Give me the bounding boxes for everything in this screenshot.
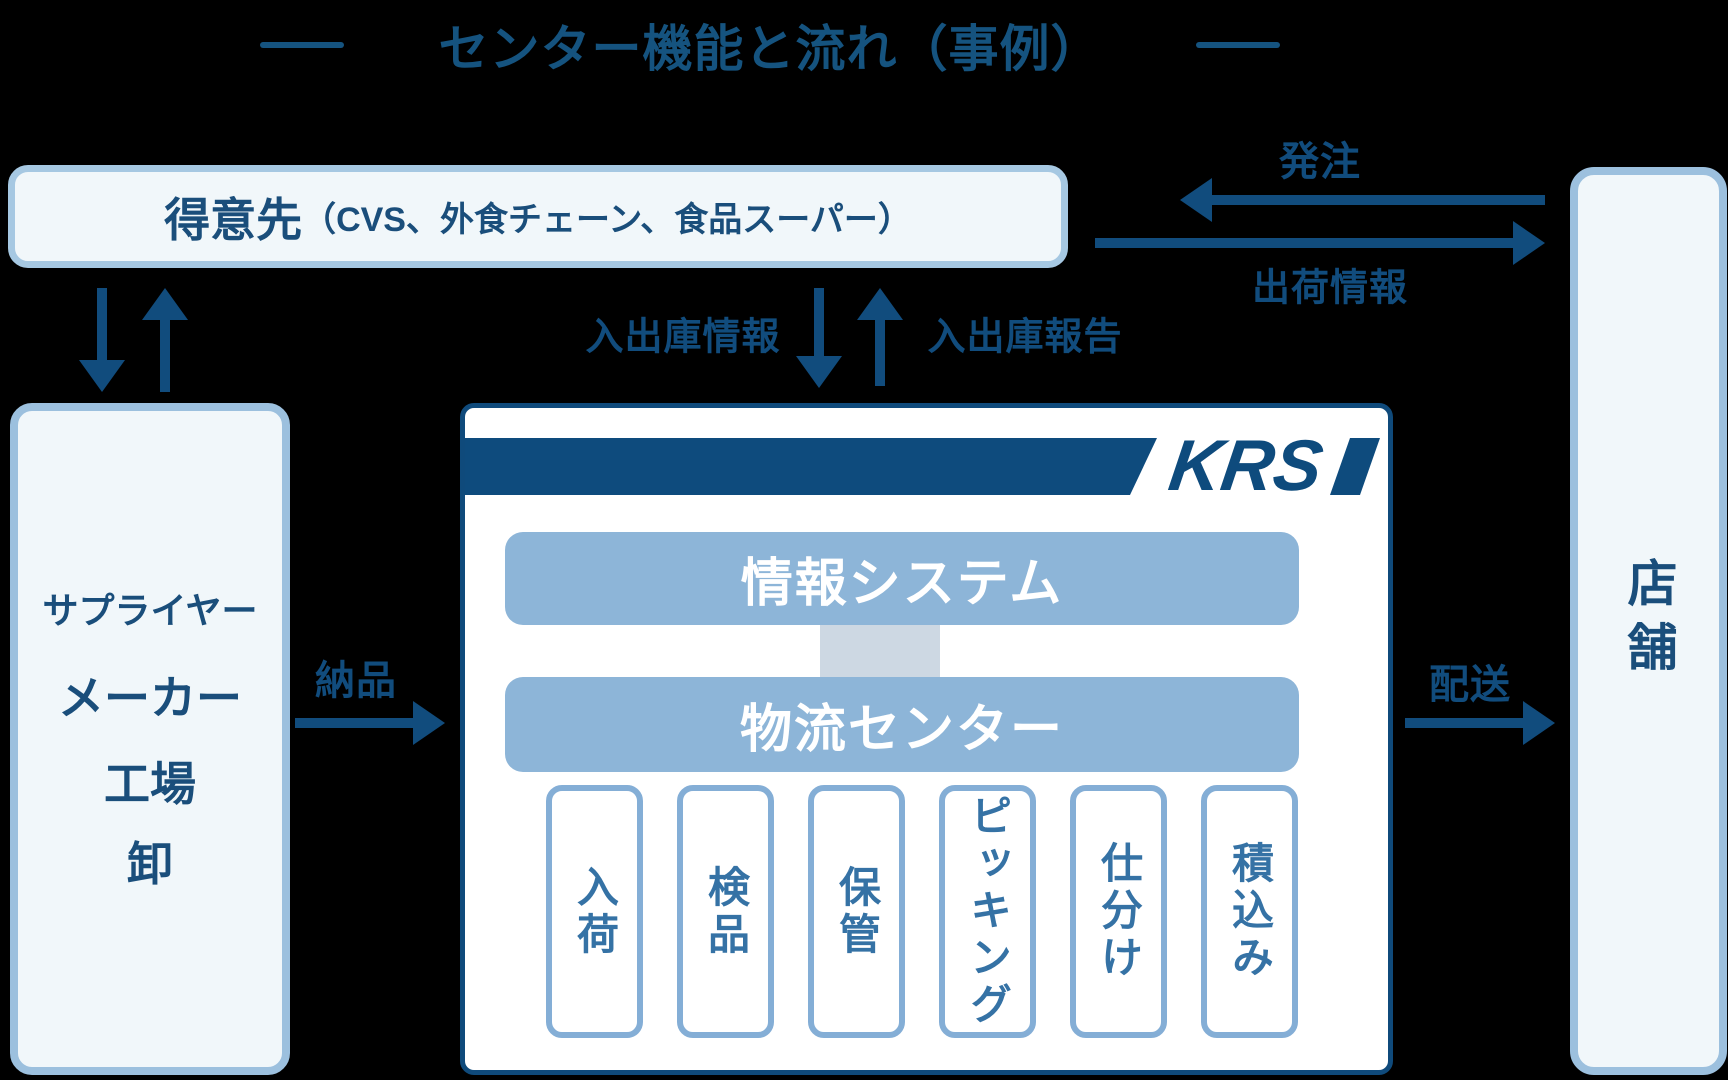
- process-box-receiving: 入荷: [546, 785, 643, 1038]
- band-connector: [820, 623, 940, 683]
- process-label-picking: ピッキング: [964, 794, 1012, 1029]
- process-box-picking: ピッキング: [939, 785, 1036, 1038]
- process-box-sorting: 仕分け: [1070, 785, 1167, 1038]
- logistics-center-label: 物流センター: [739, 701, 1064, 759]
- logistics-center-band: 物流センター: [505, 677, 1299, 772]
- delivery-label: 納品: [315, 659, 397, 703]
- krs-logo-accent: [1330, 438, 1380, 495]
- store-box: 店舗: [1570, 167, 1727, 1075]
- process-box-loading: 積込み: [1201, 785, 1298, 1038]
- supplier-line-supplier: サプライヤー: [42, 590, 258, 631]
- krs-center-box: KRS 情報システム 物流センター 入荷 検品 保管 ピッキング 仕分け 積込み: [460, 403, 1393, 1075]
- process-label-receiving: 入荷: [571, 864, 619, 959]
- inout-info-label: 入出庫情報: [585, 316, 781, 359]
- dispatch-label: 配送: [1429, 663, 1511, 707]
- customer-label: 得意先: [164, 193, 303, 246]
- store-label: 店舗: [1620, 557, 1677, 685]
- supplier-line-maker: メーカー: [58, 672, 242, 724]
- supplier-line-wholesale: 卸: [127, 838, 173, 890]
- info-system-band: 情報システム: [505, 532, 1299, 625]
- title-dash-left: [260, 42, 344, 48]
- page-title: センター機能と流れ（事例）: [438, 21, 1102, 77]
- process-box-storage: 保管: [808, 785, 905, 1038]
- krs-logo-band: [465, 438, 1157, 495]
- customer-box: 得意先 （CVS、外食チェーン、食品スーパー）: [8, 165, 1068, 268]
- krs-logo: KRS: [1164, 426, 1328, 506]
- supplier-line-factory: 工場: [104, 758, 196, 810]
- title-dash-right: [1196, 42, 1280, 48]
- process-box-inspection: 検品: [677, 785, 774, 1038]
- info-system-label: 情報システム: [740, 555, 1064, 613]
- order-label: 発注: [1279, 140, 1361, 184]
- process-label-inspection: 検品: [702, 864, 750, 959]
- shipping-info-label: 出荷情報: [1251, 267, 1409, 310]
- inout-report-label: 入出庫報告: [927, 316, 1123, 359]
- process-label-loading: 積込み: [1226, 841, 1274, 982]
- supplier-box: サプライヤー メーカー 工場 卸: [10, 403, 290, 1075]
- customer-sublabel: （CVS、外食チェーン、食品スーパー）: [302, 201, 912, 239]
- process-label-sorting: 仕分け: [1095, 841, 1143, 982]
- process-label-storage: 保管: [833, 864, 881, 959]
